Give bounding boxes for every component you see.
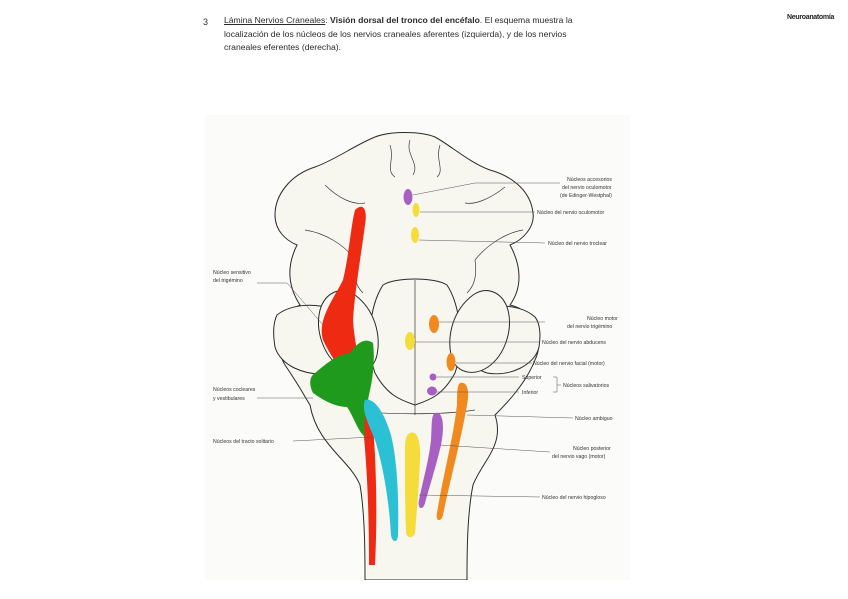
- edinger-westphal-nucleus: [403, 189, 413, 205]
- peduncle-lines: [304, 229, 524, 294]
- label-accesorios-2: del nervio oculomotor: [562, 185, 612, 191]
- label-abducens: Núcleo del nervio abducens: [542, 340, 606, 346]
- facial-motor-nucleus: [446, 353, 456, 371]
- leader-salivatorios-bracket: [553, 376, 561, 393]
- solitary-tract-nuclei: [363, 399, 399, 541]
- leader-tracto-solitario: [292, 436, 374, 442]
- leader-ambiguo: [466, 414, 574, 419]
- label-vago-2: del nervio vago (motor): [552, 454, 606, 460]
- label-accesorios-1: Núcleos accesorios: [567, 177, 612, 183]
- trigeminal-motor-nucleus: [429, 315, 439, 333]
- label-motor-trigemino-2: del nervio trigémino: [567, 324, 612, 330]
- leader-troclear: [418, 239, 546, 244]
- label-cocleares-1: Núcleos cocleares: [213, 387, 256, 393]
- brainstem-figure: Núcleos accesorios del nervio oculomotor…: [205, 115, 630, 580]
- label-trigemino-sensitivo-1: Núcleo sensitivo: [213, 270, 251, 276]
- label-trigemino-sensitivo-2: del trigémino: [213, 278, 243, 284]
- leader-trigemino-sensitivo: [257, 282, 324, 326]
- caption-link[interactable]: Lámina Nervios Craneales: [224, 15, 326, 25]
- leader-accesorios: [412, 182, 560, 196]
- label-facial: Núcleo del nervio facial (motor): [533, 361, 605, 367]
- abducens-nucleus: [405, 332, 415, 350]
- trochlear-nucleus: [411, 227, 419, 243]
- colliculus-lines: [324, 139, 506, 204]
- dorsal-vagal-nucleus: [418, 412, 443, 509]
- label-inferior: Inferior: [522, 390, 538, 396]
- brainstem-diagram: Núcleos accesorios del nervio oculomotor…: [213, 132, 618, 580]
- label-hipogloso: Núcleo del nervio hipogloso: [542, 495, 606, 501]
- leader-vago: [439, 444, 551, 453]
- label-vago-1: Núcleo posterior: [573, 446, 611, 452]
- label-tracto-solitario: Núcleos del tracto solitario: [213, 439, 274, 445]
- oculomotor-nucleus: [412, 203, 420, 217]
- leader-hipogloso: [418, 494, 541, 498]
- page-number: 3: [203, 17, 209, 27]
- corner-mark: Neuroanatomía: [787, 14, 835, 21]
- cochlear-vestibular-nuclei: [310, 340, 374, 437]
- label-troclear: Núcleo del nervio troclear: [548, 241, 607, 247]
- nucleus-ambiguus: [436, 382, 469, 521]
- hypoglossal-nucleus: [405, 432, 421, 538]
- label-cocleares-2: y vestibulares: [213, 396, 245, 402]
- caption-body: . El esquema muestra la localización de …: [224, 15, 573, 52]
- label-salivatorios: Núcleos salivatorios: [563, 383, 610, 389]
- label-accesorios-3: (de Edinger-Westphal): [560, 193, 612, 199]
- label-superior: Superior: [522, 375, 542, 381]
- right-cerebellar-lobe: [449, 290, 510, 373]
- label-ambiguo: Núcleo ambiguo: [575, 416, 613, 422]
- figure-caption: Lámina Nervios Craneales: Visión dorsal …: [224, 15, 573, 52]
- superior-salivatory-nucleus: [429, 373, 437, 381]
- inferior-salivatory-nucleus: [427, 386, 437, 396]
- label-oculomotor: Núcleo del nervio oculomotor: [537, 210, 604, 216]
- caption-title: Visión dorsal del tronco del encéfalo: [330, 15, 480, 25]
- label-motor-trigemino-1: Núcleo motor: [587, 316, 618, 322]
